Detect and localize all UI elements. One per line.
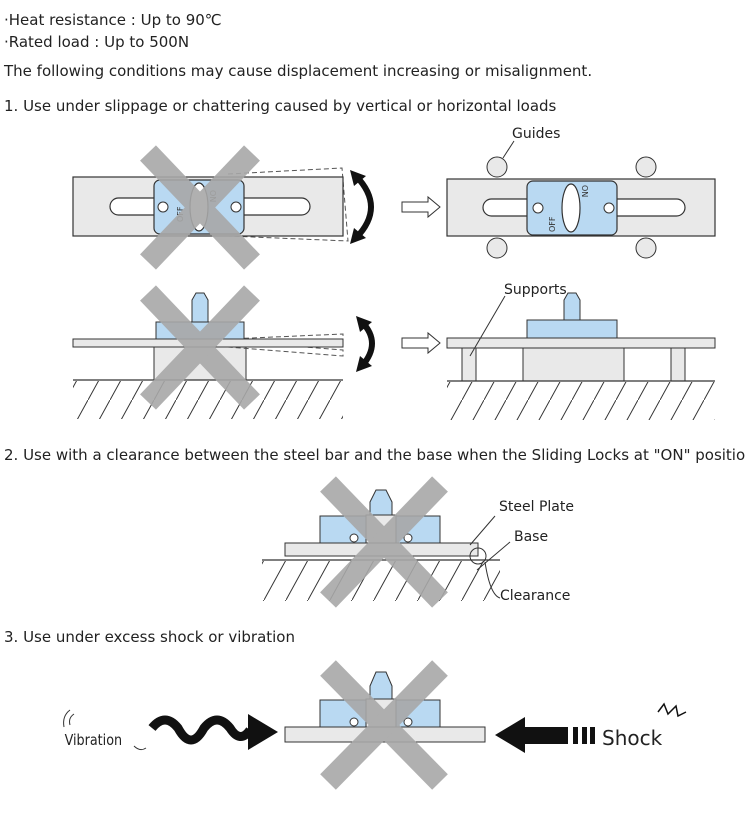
top-view-guides-diagram: OFF ON Guides <box>446 126 716 259</box>
guide-circle <box>486 156 508 178</box>
top-view-slippage-diagram: OFF ON <box>72 145 374 270</box>
intro-text: The following conditions may cause displ… <box>4 62 593 80</box>
condition-1-heading: 1. Use under slippage or chattering caus… <box>4 97 557 115</box>
dashed-rotation-outline <box>227 167 349 242</box>
shock-label: Shock <box>602 726 663 750</box>
transition-arrow-icon <box>401 195 441 219</box>
guide-circle <box>635 237 657 259</box>
bolt-right <box>230 201 242 213</box>
guides-label: Guides <box>512 126 560 142</box>
bolt-left <box>157 201 169 213</box>
clearance-diagram: Steel Plate Base Clearance <box>262 476 574 608</box>
supports-label: Supports <box>504 282 567 298</box>
off-label-2: OFF <box>548 216 557 232</box>
guide-circle <box>635 156 657 178</box>
shock-arrow-icon <box>495 717 568 753</box>
clearance-marker <box>469 547 487 565</box>
base-label: Base <box>514 529 548 545</box>
heat-resistance-spec: ·Heat resistance : Up to 90℃ <box>4 11 222 29</box>
shock-vibration-diagram: Vibration Shock <box>63 660 687 790</box>
rated-load-spec: ·Rated load : Up to 500N <box>4 33 190 51</box>
side-view-supports-diagram: Supports <box>446 282 716 420</box>
condition-3-heading: 3. Use under excess shock or vibration <box>4 628 295 646</box>
condition-2-heading: 2. Use with a clearance between the stee… <box>4 446 745 464</box>
side-view-slippage-diagram <box>72 285 375 419</box>
shock-spark-icon <box>657 702 687 718</box>
vibration-wave-icon <box>148 715 254 745</box>
diagram-canvas: OFF ON OFF ON Guides <box>63 126 716 790</box>
rotation-arrow-icon <box>353 173 374 241</box>
vibration-arrow-head <box>248 714 278 750</box>
clearance-label: Clearance <box>500 588 570 604</box>
guide-circle <box>486 237 508 259</box>
steel-plate-label: Steel Plate <box>499 499 574 515</box>
vibration-label: Vibration <box>65 732 123 749</box>
on-label-2: ON <box>580 185 589 197</box>
prohibition-cross <box>140 145 260 270</box>
